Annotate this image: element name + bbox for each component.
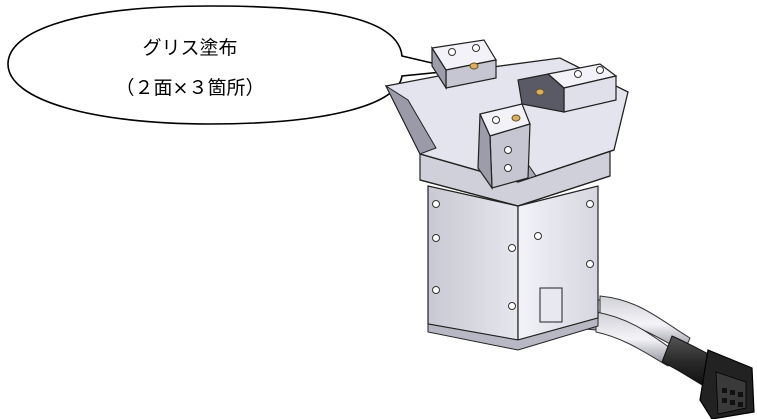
screw-icon <box>535 88 545 96</box>
connector-socket <box>539 287 563 323</box>
callout-line-1: グリス塗布 <box>142 36 237 59</box>
screw-icon <box>469 62 479 70</box>
jaw <box>431 39 497 91</box>
jaw <box>477 103 531 191</box>
callout-line-2: （２面×３箇所） <box>116 77 265 99</box>
jaw <box>517 63 618 113</box>
body-left-face <box>427 185 519 341</box>
screw-icon <box>511 114 521 122</box>
grease-callout-balloon: グリス塗布 （２面×３箇所） <box>7 5 463 125</box>
callout-balloon-shape <box>7 5 463 125</box>
